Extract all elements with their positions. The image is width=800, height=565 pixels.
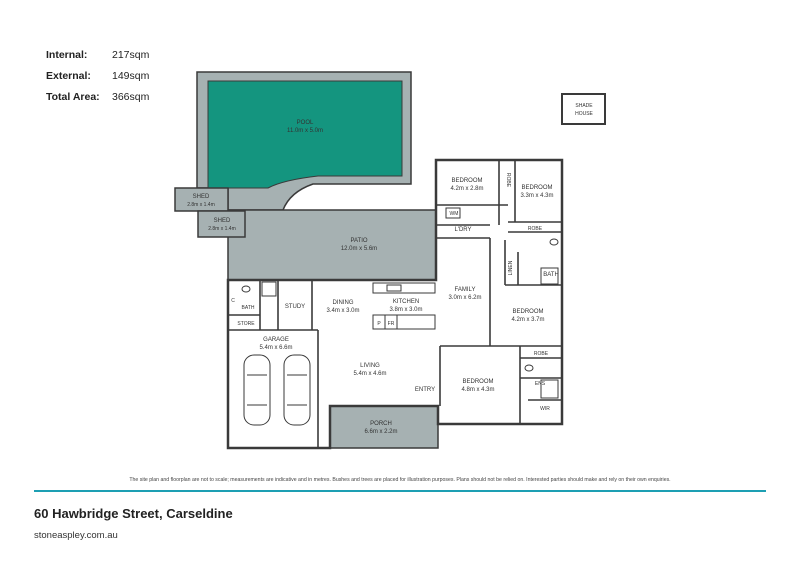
- store-label: STORE: [237, 321, 255, 327]
- garage-cars: [243, 354, 311, 426]
- area-label: External:: [46, 69, 91, 82]
- laundry-label: L'DRY: [454, 227, 471, 233]
- pool-label: POOL: [297, 120, 314, 126]
- patio-label: PATIO: [350, 238, 367, 244]
- shed-one-size: 2.8m x 1.4m: [187, 202, 215, 208]
- shed-two: [197, 210, 246, 238]
- ensuite-label: ENS: [535, 381, 546, 387]
- pool: [207, 80, 403, 189]
- area-row-external: External: 149sqm: [46, 65, 172, 86]
- garage-label: GARAGE: [263, 337, 289, 343]
- bedroom-one-label: BEDROOM: [451, 178, 482, 184]
- property-address: 60 Hawbridge Street, Carseldine: [34, 506, 233, 521]
- interior-walls: [228, 160, 562, 448]
- bath-small-label: BATH: [242, 305, 255, 311]
- bedroom-four-size: 4.8m x 4.3m: [461, 387, 494, 393]
- area-label: Internal:: [46, 48, 88, 61]
- pantry-label: P: [377, 321, 381, 327]
- porch-label: PORCH: [370, 421, 392, 427]
- study-label: STUDY: [285, 304, 305, 310]
- patio-area: [227, 209, 437, 281]
- pool-size: 11.0m x 5.0m: [287, 128, 323, 134]
- robe-label: ROBE: [528, 226, 543, 232]
- area-label: Total Area:: [46, 90, 100, 103]
- living-label: LIVING: [360, 363, 380, 369]
- website-link[interactable]: stoneaspley.com.au: [34, 530, 118, 541]
- dining-size: 3.4m x 3.0m: [326, 308, 359, 314]
- family-label: FAMILY: [455, 287, 476, 293]
- area-row-total: Total Area: 366sqm: [46, 86, 172, 107]
- wir-label: WIR: [540, 406, 550, 412]
- robe-label: ROBE: [534, 351, 549, 357]
- kitchen-label: KITCHEN: [393, 299, 419, 305]
- entry-label: ENTRY: [415, 387, 435, 393]
- family-size: 3.0m x 6.2m: [448, 295, 481, 301]
- bath-main-label: BATH: [543, 272, 559, 278]
- house-outline: [226, 158, 564, 450]
- kitchen-size: 3.8m x 3.0m: [389, 307, 422, 313]
- bedroom-two-size: 3.3m x 4.3m: [520, 193, 553, 199]
- kitchen-fixtures: [241, 207, 559, 399]
- shade-house-box: [561, 93, 606, 125]
- divider-rule: [34, 490, 766, 492]
- shed-two-label: SHED: [214, 218, 231, 224]
- bedroom-three-size: 4.2m x 3.7m: [511, 317, 544, 323]
- area-value: 149sqm: [112, 69, 150, 82]
- area-row-internal: Internal: 217sqm: [46, 44, 172, 65]
- shade-house-label-line2: HOUSE: [575, 111, 593, 117]
- area-value: 217sqm: [112, 48, 150, 61]
- porch-area: [329, 405, 439, 449]
- bedroom-three-label: BEDROOM: [512, 309, 543, 315]
- area-value: 366sqm: [112, 90, 150, 103]
- patio-size: 12.0m x 5.6m: [341, 246, 377, 252]
- living-size: 5.4m x 4.6m: [353, 371, 386, 377]
- shade-house-label: SHADE: [575, 103, 593, 109]
- bedroom-two-label: BEDROOM: [521, 185, 552, 191]
- porch-size: 6.6m x 2.2m: [364, 429, 397, 435]
- wc-label: C: [231, 298, 235, 304]
- bedroom-one-size: 4.2m x 2.8m: [450, 186, 483, 192]
- dining-label: DINING: [333, 300, 354, 306]
- linen-label: LINEN: [508, 260, 514, 275]
- bedroom-four-label: BEDROOM: [462, 379, 493, 385]
- floor-plan: POOL 11.0m x 5.0m SHADE HOUSE SHED 2.8m …: [174, 71, 606, 450]
- robe-label: ROBE: [505, 173, 511, 188]
- shed-two-size: 2.8m x 1.4m: [208, 226, 236, 232]
- area-summary: Internal: 217sqm External: 149sqm Total …: [46, 44, 172, 107]
- garage-size: 5.4m x 6.6m: [259, 345, 292, 351]
- shed-one-label: SHED: [193, 194, 210, 200]
- wm-label: WM: [450, 211, 459, 217]
- disclaimer-text: The site plan and floorplan are not to s…: [129, 477, 671, 483]
- fridge-label: FR: [388, 321, 395, 327]
